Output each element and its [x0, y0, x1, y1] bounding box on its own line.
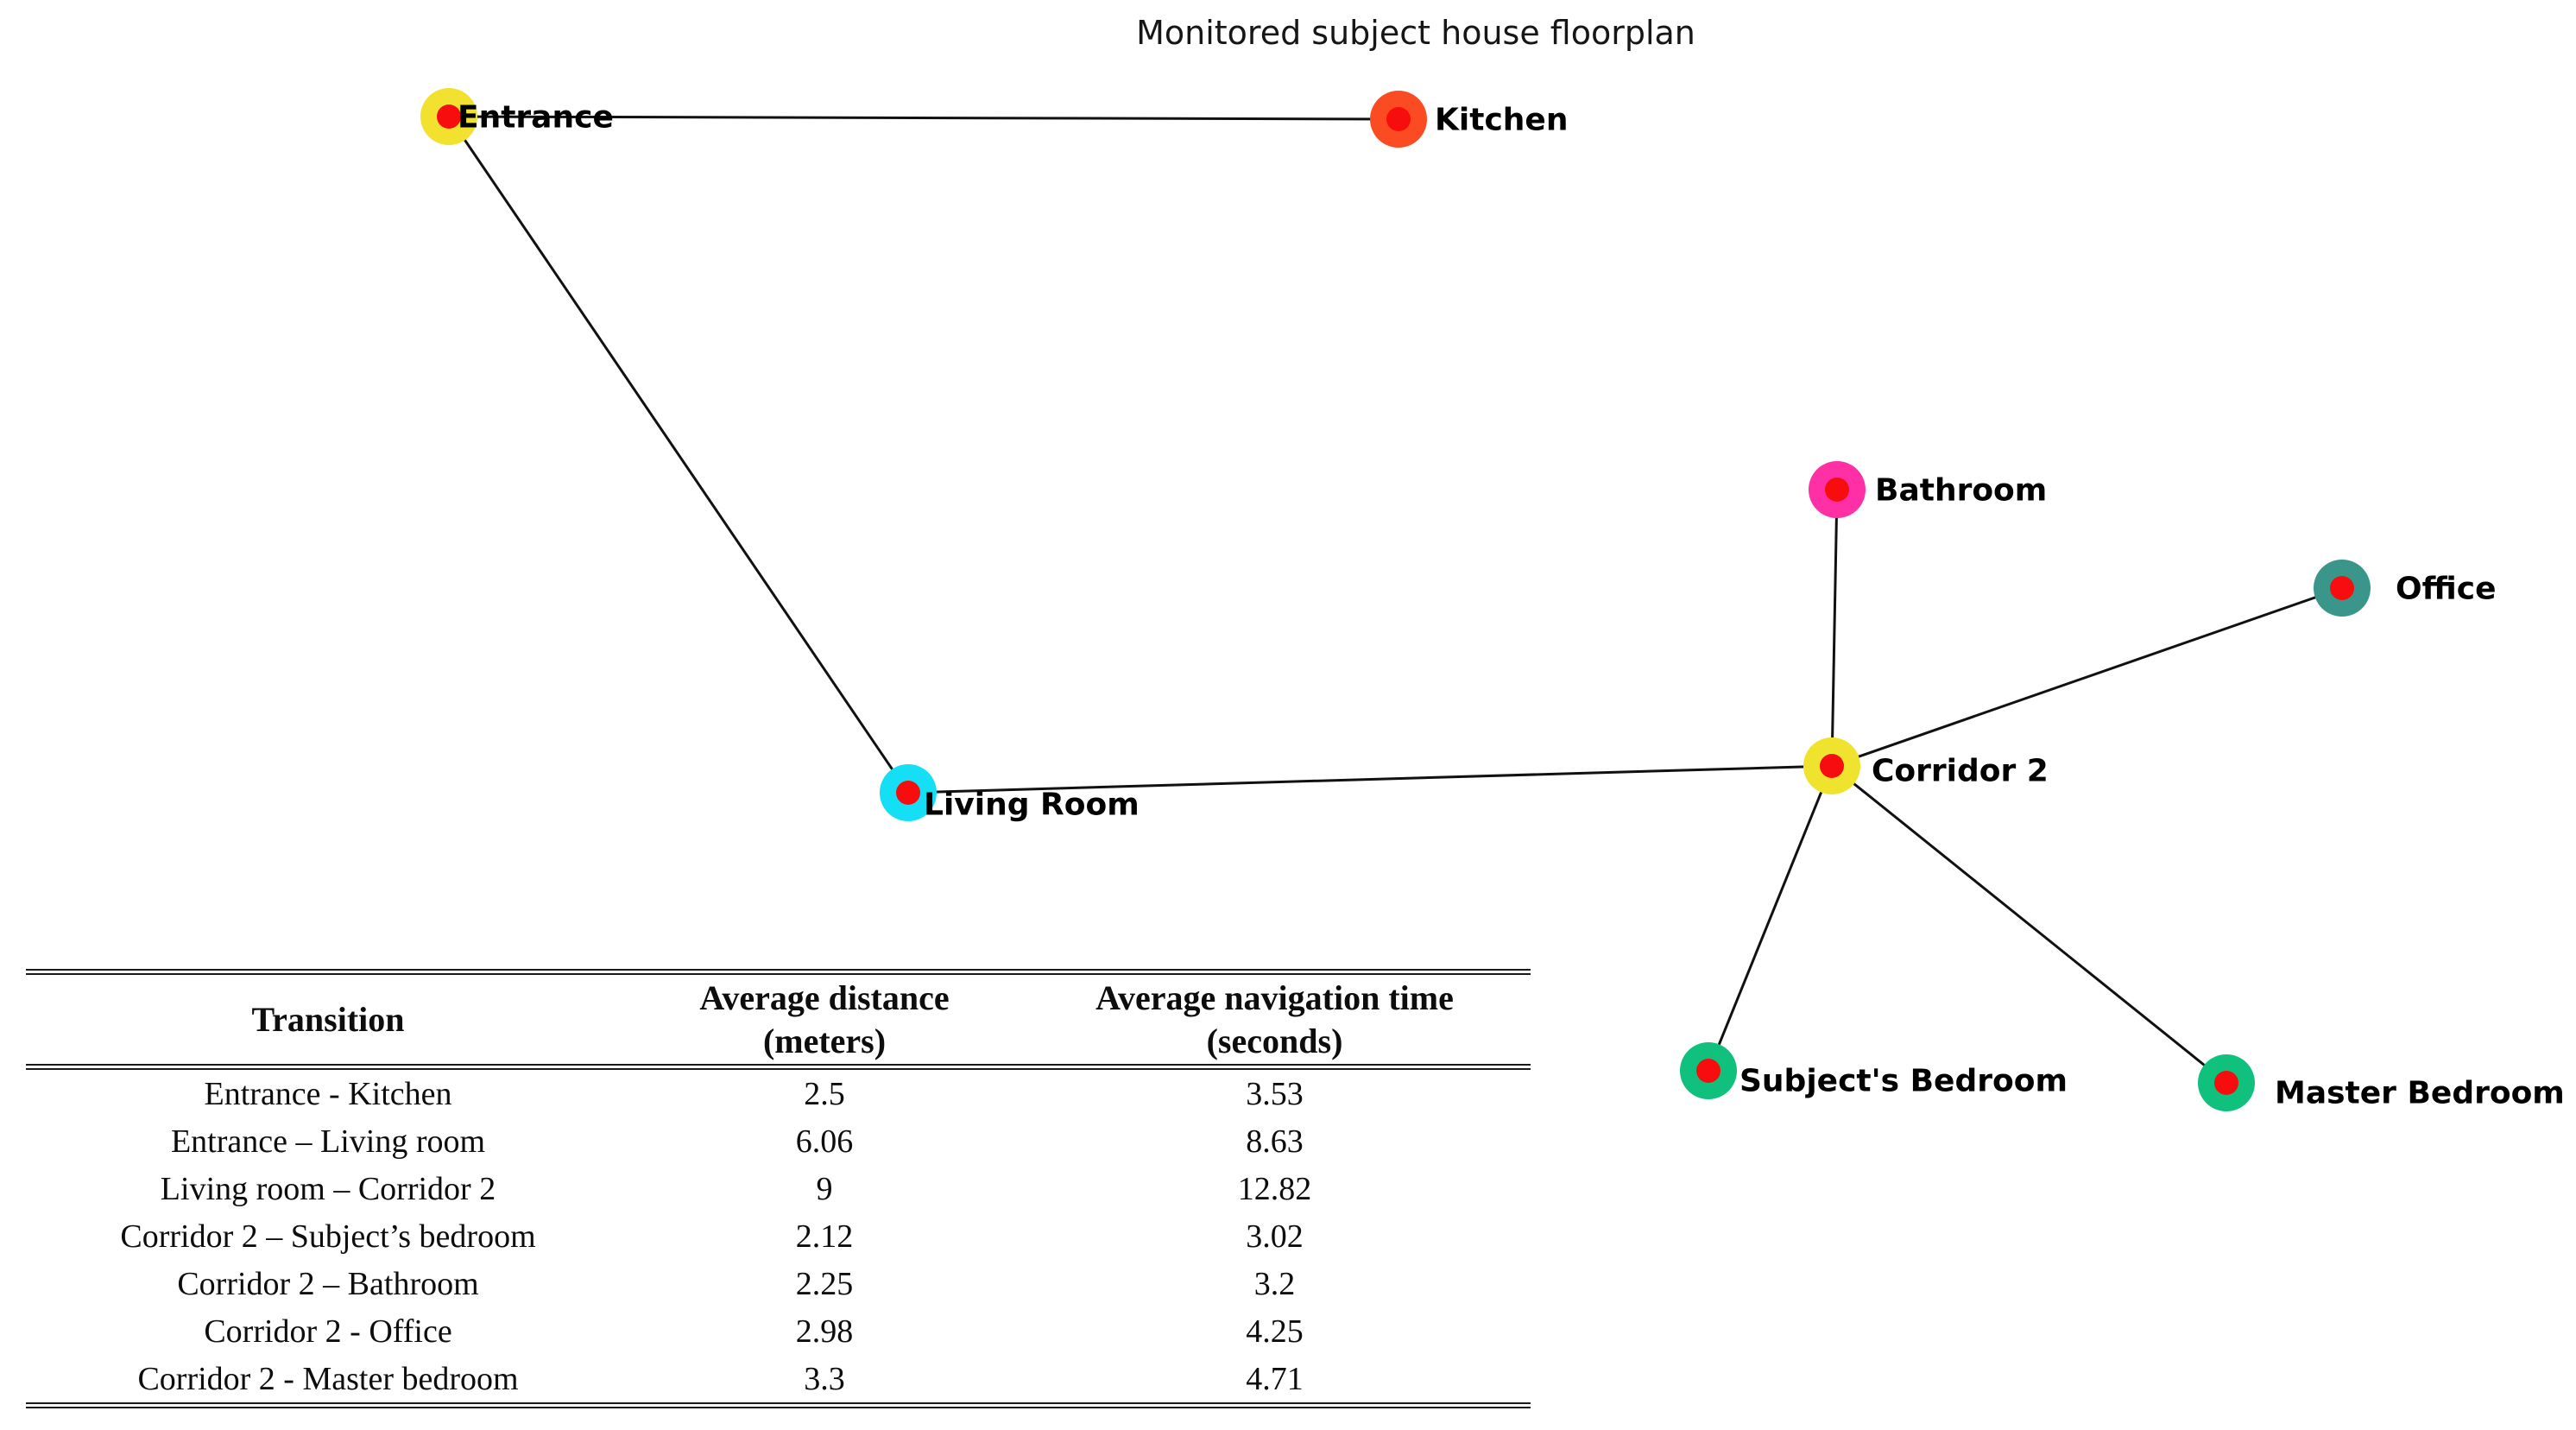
figure-title: Monitored subject house floorplan — [1136, 14, 1695, 52]
transition-cell: Entrance – Living room — [170, 1123, 486, 1160]
time-cell: 3.2 — [1253, 1265, 1296, 1302]
table-header-row: Transition Average distance (meters) Ave… — [26, 971, 1531, 1070]
distance-cell: 6.06 — [795, 1123, 854, 1160]
node-center-dot-bathroom — [1825, 478, 1849, 502]
transition-table: Transition Average distance (meters) Ave… — [26, 969, 1531, 1408]
table-row: Entrance - Kitchen 2.5 3.53 — [26, 1067, 1531, 1118]
distance-cell: 2.5 — [804, 1075, 845, 1112]
edge-corridor2-master — [1831, 764, 2227, 1085]
edge-entrance-kitchen — [448, 115, 1399, 121]
node-label-corridor2: Corridor 2 — [1872, 754, 2049, 789]
header-average-navigation-time: Average navigation time (seconds) — [1019, 971, 1531, 1070]
edge-corridor2-bathroom — [1830, 489, 1839, 767]
transition-cell: Corridor 2 - Master bedroom — [137, 1360, 519, 1397]
distance-cell: 2.12 — [795, 1218, 854, 1255]
table-row: Living room – Corridor 2 9 12.82 — [26, 1165, 1531, 1212]
node-label-office: Office — [2396, 572, 2497, 607]
table-row: Corridor 2 - Office 2.98 4.25 — [26, 1307, 1531, 1355]
node-label-entrance: Entrance — [458, 100, 614, 136]
table-row: Corridor 2 – Subject’s bedroom 2.12 3.02 — [26, 1212, 1531, 1260]
time-cell: 4.71 — [1246, 1360, 1304, 1397]
node-label-living: Living Room — [924, 788, 1140, 823]
edge-living-corridor2 — [907, 764, 1833, 794]
transition-table-header: Transition Average distance (meters) Ave… — [26, 971, 1531, 1070]
time-cell: 12.82 — [1237, 1170, 1312, 1207]
node-label-master: Master Bedroom — [2275, 1076, 2565, 1111]
distance-cell: 3.3 — [804, 1360, 845, 1397]
transition-cell: Living room – Corridor 2 — [160, 1170, 496, 1207]
table-row: Corridor 2 – Bathroom 2.25 3.2 — [26, 1260, 1531, 1307]
node-center-dot-living — [896, 781, 920, 805]
node-label-subject: Subject's Bedroom — [1739, 1064, 2068, 1099]
time-cell: 8.63 — [1246, 1123, 1304, 1160]
node-center-dot-kitchen — [1386, 107, 1411, 131]
edge-corridor2-subject — [1707, 765, 1834, 1072]
time-cell: 3.02 — [1246, 1218, 1304, 1255]
header-average-distance: Average distance (meters) — [630, 971, 1019, 1070]
node-center-dot-master — [2214, 1071, 2238, 1095]
transition-cell: Corridor 2 – Bathroom — [177, 1265, 479, 1302]
distance-cell: 2.98 — [795, 1313, 854, 1350]
transition-cell: Entrance - Kitchen — [204, 1075, 452, 1112]
node-label-kitchen: Kitchen — [1435, 103, 1568, 138]
header-transition: Transition — [26, 971, 630, 1070]
node-center-dot-office — [2330, 576, 2354, 600]
table-row: Corridor 2 - Master bedroom 3.3 4.71 — [26, 1355, 1531, 1406]
node-center-dot-subject — [1696, 1059, 1720, 1083]
table-row: Entrance – Living room 6.06 8.63 — [26, 1117, 1531, 1165]
time-cell: 4.25 — [1246, 1313, 1304, 1350]
node-center-dot-corridor2 — [1820, 754, 1844, 778]
time-cell: 3.53 — [1246, 1075, 1304, 1112]
transition-cell: Corridor 2 – Subject’s bedroom — [120, 1218, 536, 1255]
edge-corridor2-office — [1831, 586, 2343, 768]
distance-cell: 2.25 — [795, 1265, 854, 1302]
transition-cell: Corridor 2 - Office — [204, 1313, 452, 1350]
node-label-bathroom: Bathroom — [1875, 473, 2047, 509]
distance-cell: 9 — [816, 1170, 833, 1207]
edge-entrance-living — [447, 116, 910, 794]
node-center-dot-entrance — [437, 104, 461, 129]
